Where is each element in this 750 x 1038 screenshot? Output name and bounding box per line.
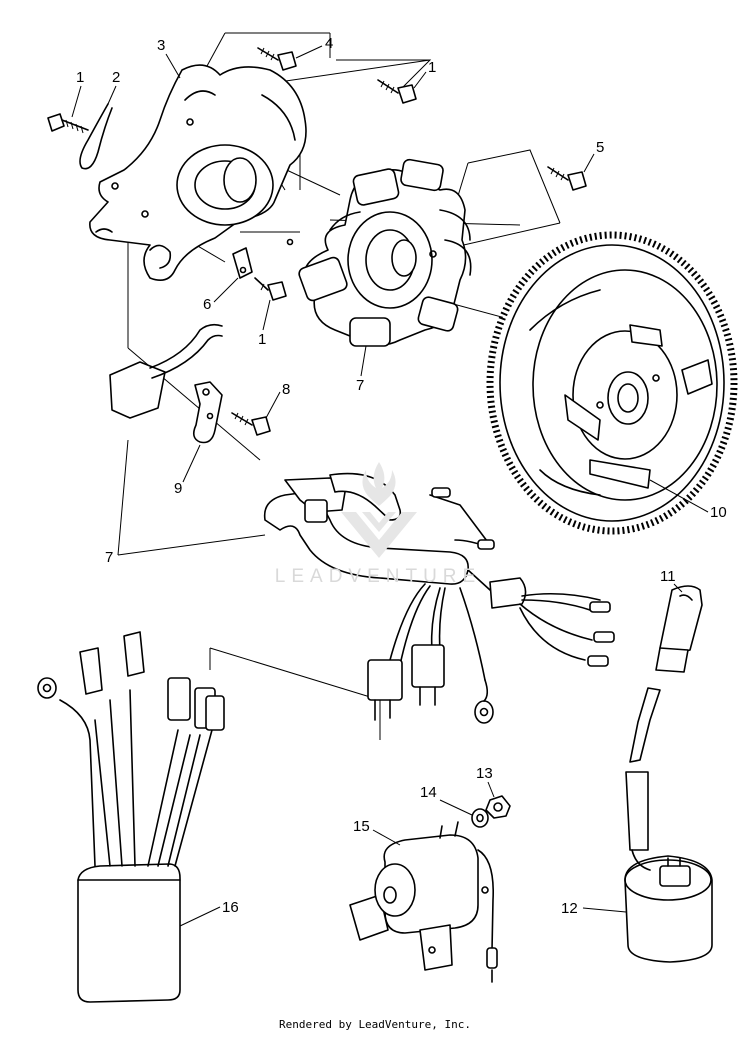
callout-16: 16 <box>222 899 239 916</box>
callout-4: 4 <box>325 35 333 52</box>
stator-coil-7 <box>298 158 472 347</box>
spark-plug-cap-11 <box>655 585 703 673</box>
callout-6: 6 <box>203 296 211 313</box>
callout-7b: 7 <box>105 549 113 566</box>
footer-credit: Rendered by LeadVenture, Inc. <box>278 1018 472 1031</box>
callout-12: 12 <box>561 900 578 917</box>
stator-housing-3 <box>89 64 307 281</box>
callouts: 1 2 3 4 1 5 6 1 7 8 9 10 7 11 13 14 15 1… <box>71 35 727 927</box>
nut-13 <box>485 795 511 819</box>
screw-1-upper-middle <box>377 79 417 104</box>
callout-15: 15 <box>353 818 370 835</box>
cotter-pin-2 <box>79 103 113 170</box>
grommet <box>109 323 223 419</box>
callout-9: 9 <box>174 480 182 497</box>
watermark-text: LEADVENTURE <box>274 566 482 587</box>
callout-5: 5 <box>596 139 604 156</box>
callout-3: 3 <box>157 37 165 54</box>
callout-1a: 1 <box>76 69 84 86</box>
ignition-coil-12 <box>624 687 713 963</box>
washer-14 <box>471 808 489 828</box>
callout-1c: 1 <box>258 331 266 348</box>
callout-2: 2 <box>112 69 120 86</box>
screw-4 <box>257 47 297 71</box>
callout-13: 13 <box>476 765 493 782</box>
screw-5 <box>547 166 587 191</box>
clip-6 <box>232 247 253 279</box>
screw-8 <box>231 412 271 436</box>
callout-14: 14 <box>420 784 437 801</box>
solenoid-15 <box>349 821 498 983</box>
wire-harness-7 <box>263 472 615 724</box>
regulator-16 <box>37 631 225 1003</box>
leadventure-watermark-logo <box>341 462 417 558</box>
clamp-bracket-9 <box>192 381 223 444</box>
callout-8: 8 <box>282 381 290 398</box>
callout-7a: 7 <box>356 377 364 394</box>
callout-1b: 1 <box>428 59 436 76</box>
callout-11: 11 <box>660 568 676 585</box>
flywheel-10 <box>486 231 738 535</box>
callout-10: 10 <box>710 504 727 521</box>
screw-1-middle <box>254 277 287 301</box>
screw-1-upper-left <box>47 113 89 134</box>
